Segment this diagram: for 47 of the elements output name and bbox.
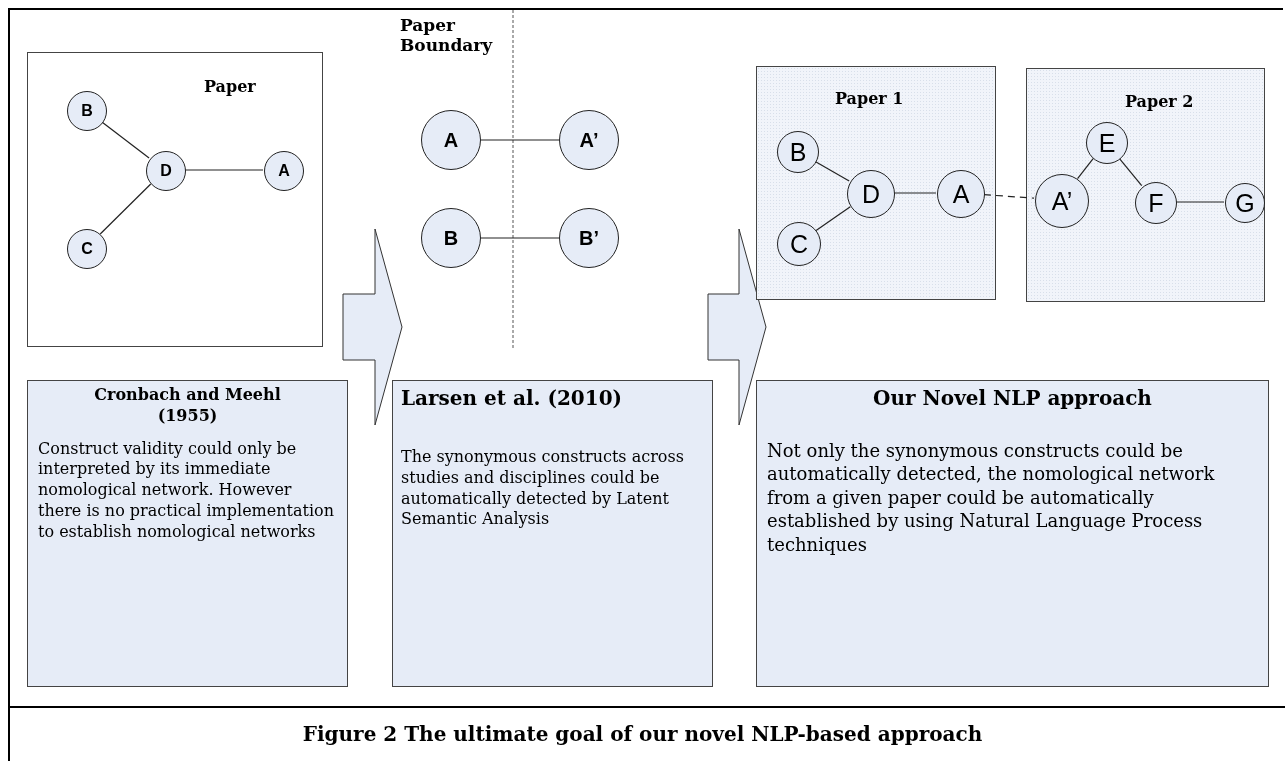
paper-box [27, 52, 323, 347]
connector-line [101, 121, 150, 159]
connector-line [1076, 158, 1094, 180]
figure-caption: Figure 2 The ultimate goal of our novel NLP-based approach [301, 722, 984, 746]
construct-circle: D [847, 170, 895, 218]
construct-circle: D [146, 151, 186, 191]
card-heading: Cronbach and Meehl (1955) [93, 385, 282, 427]
connector-line [1175, 201, 1225, 203]
construct-circle: B [67, 91, 107, 131]
description-card [27, 380, 348, 687]
construct-circle: C [67, 229, 107, 269]
boundary-label: Paper Boundary [400, 16, 494, 56]
connector-line [983, 194, 1035, 199]
connector-line [1118, 157, 1143, 187]
description-card [392, 380, 713, 687]
construct-circle: B [777, 131, 819, 173]
construct-circle: C [777, 222, 821, 266]
construct-circle: A [264, 151, 304, 191]
box-title: Paper [204, 77, 256, 96]
card-heading: Our Novel NLP approach [872, 385, 1153, 411]
paper-box [1026, 68, 1265, 302]
connector-line [99, 183, 152, 235]
card-text: Construct validity could only be interpreted by its immediate nomological network. However there is no practical implementation to establish nomological networks [38, 438, 335, 543]
construct-circle: A [937, 170, 985, 218]
connector-line [814, 160, 850, 182]
block-arrow [342, 228, 403, 426]
construct-circle: A’ [1035, 174, 1089, 228]
connector-line [184, 169, 264, 171]
construct-circle: A’ [559, 110, 619, 170]
connector-line [815, 206, 851, 232]
description-card [756, 380, 1269, 687]
construct-circle: E [1086, 122, 1128, 164]
box-title: Paper 2 [1125, 92, 1194, 111]
card-text: Not only the synonymous constructs could be automatically detected, the nomological network from a given paper could be automatically established by using Natural Language Process techniques [767, 439, 1216, 556]
paper-box [756, 66, 996, 300]
block-arrow [707, 228, 767, 426]
construct-circle: F [1135, 182, 1177, 224]
construct-circle: B’ [559, 208, 619, 268]
connector-line [480, 237, 560, 239]
construct-circle: G [1225, 183, 1265, 223]
connector-line [480, 139, 560, 141]
construct-circle: A [421, 110, 481, 170]
construct-circle: B [421, 208, 481, 268]
card-text: The synonymous constructs across studies and disciplines could be automatically detected by Latent Semantic Analysis [401, 447, 685, 531]
card-heading: Larsen et al. (2010) [401, 385, 624, 411]
box-title: Paper 1 [835, 89, 904, 108]
connector-line [893, 192, 937, 194]
